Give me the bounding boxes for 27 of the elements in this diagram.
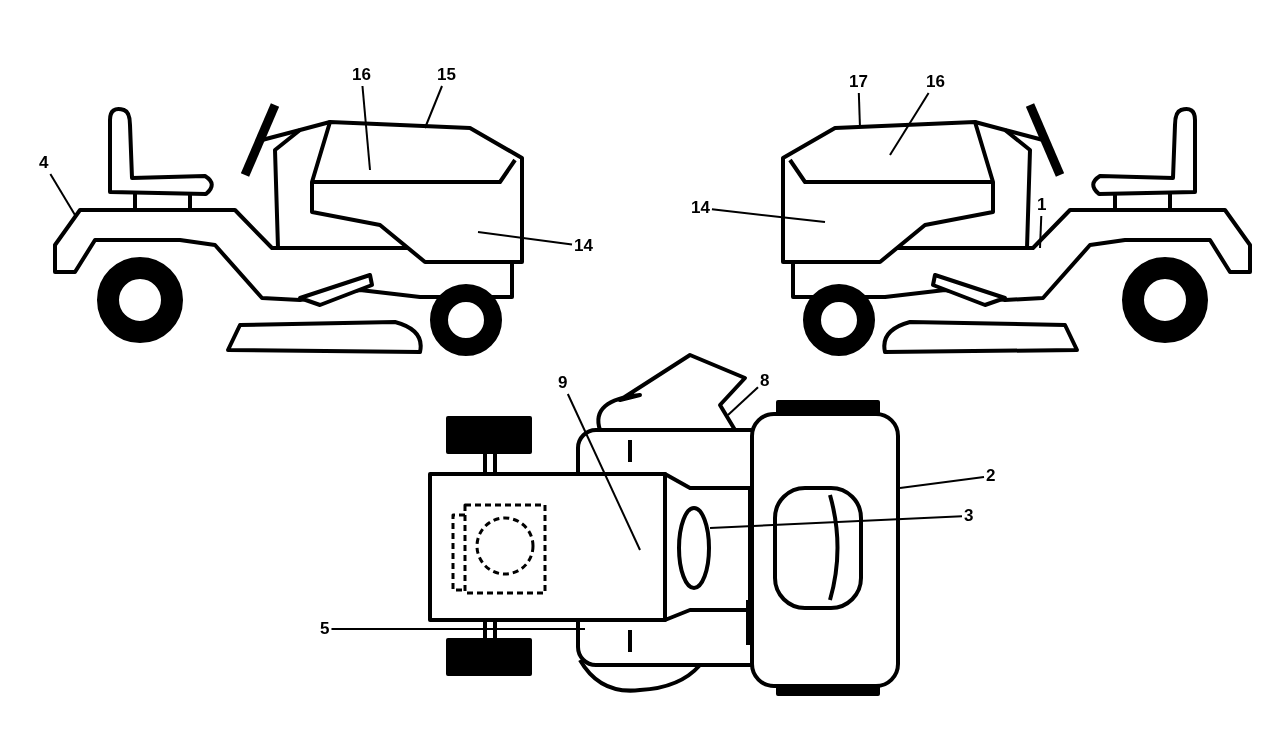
- engine-hood: [312, 122, 522, 262]
- callout-number: 17: [849, 73, 868, 91]
- callout-number: 3: [964, 507, 974, 525]
- leader-line: [477, 231, 573, 246]
- leader-line: [424, 85, 443, 129]
- leader-line: [710, 208, 826, 223]
- callout-number: 9: [558, 374, 568, 392]
- leader-line: [566, 393, 641, 551]
- leader-line: [727, 386, 759, 416]
- callout-number: 14: [574, 237, 593, 255]
- callout-number: 2: [986, 467, 996, 485]
- callout-number: 15: [437, 66, 456, 84]
- engine-hood: [783, 122, 993, 262]
- callout-number: 14: [691, 199, 710, 217]
- callout-number: 8: [760, 372, 770, 390]
- leader-line: [889, 92, 930, 156]
- callout-number: 1: [1037, 196, 1047, 214]
- callout-number: 16: [352, 66, 371, 84]
- callout-number: 16: [926, 73, 945, 91]
- callout-number: 5: [320, 620, 330, 638]
- leader-line: [899, 475, 985, 489]
- leader-line: [330, 628, 586, 630]
- callout-number: 4: [39, 154, 49, 172]
- leader-line: [709, 515, 963, 529]
- leader-line: [361, 85, 371, 171]
- leader-line: [49, 173, 76, 216]
- leader-line: [1039, 215, 1043, 249]
